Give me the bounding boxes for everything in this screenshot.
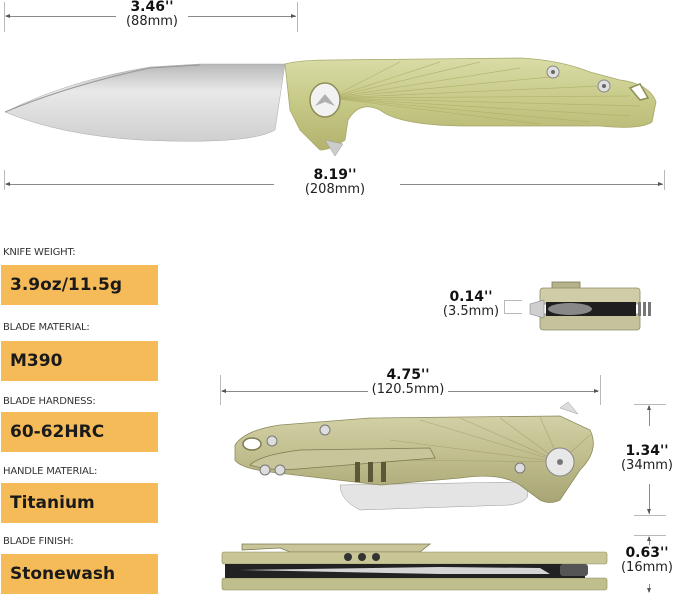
open-knife-image <box>4 57 657 157</box>
arrow-right-icon <box>291 14 296 18</box>
spec-label-blade-hardness: BLADE HARDNESS: <box>3 396 96 407</box>
knife-end-view-image <box>529 281 651 331</box>
spec-label-blade-finish: BLADE FINISH: <box>3 536 74 547</box>
handle-thickness-mm: (16mm) <box>620 559 673 575</box>
handle-height-inches: 1.34'' <box>625 443 669 459</box>
closed-knife-top-view-image <box>221 543 608 591</box>
arrow-down-icon <box>647 509 651 514</box>
overall-length-inches: 8.19'' <box>313 167 357 183</box>
blade-length-mm: (88mm) <box>125 13 178 29</box>
arrow-left-icon <box>5 182 10 186</box>
arrow-right-icon <box>658 182 663 186</box>
dim-line-right <box>400 184 663 185</box>
spec-label-blade-material: BLADE MATERIAL: <box>3 322 90 333</box>
dim-tick-left <box>4 170 5 190</box>
spec-value-blade-hardness: 60-62HRC <box>1 412 158 452</box>
dim-tick-right <box>600 375 601 405</box>
blade-thickness-label: 0.14'' (3.5mm) <box>440 289 502 319</box>
spec-label-weight: KNIFE WEIGHT: <box>3 247 76 258</box>
arrow-left-icon <box>221 389 226 393</box>
spec-label-handle-material: HANDLE MATERIAL: <box>3 466 98 477</box>
blade-thickness-mm: (3.5mm) <box>442 303 500 319</box>
blade-length-inches: 3.46'' <box>130 0 174 15</box>
spec-value-blade-finish: Stonewash <box>1 554 158 594</box>
handle-thickness-label: 0.63'' (16mm) <box>616 545 678 575</box>
dim-line-top <box>649 537 650 545</box>
spec-value-handle-material: Titanium <box>1 483 158 523</box>
spec-value-blade-material: M390 <box>1 341 158 381</box>
arrow-left-icon <box>5 14 10 18</box>
overall-length-label: 8.19'' (208mm) <box>290 167 380 197</box>
dim-tick-left <box>220 375 221 405</box>
blade-thickness-inches: 0.14'' <box>449 289 493 305</box>
dim-tick-bottom <box>634 515 666 516</box>
closed-length-label: 4.75'' (120.5mm) <box>368 367 448 397</box>
spec-value-weight: 3.9oz/11.5g <box>1 265 158 305</box>
closed-length-inches: 4.75'' <box>386 367 430 383</box>
dim-tick-left <box>4 2 5 32</box>
dim-tick-top <box>504 300 522 301</box>
arrow-right-icon <box>594 389 599 393</box>
arrow-up-icon <box>647 405 651 410</box>
dim-tick-bottom <box>504 313 522 314</box>
dim-tick-top <box>634 535 666 536</box>
dim-tick-right <box>664 170 665 190</box>
dim-line-top <box>649 406 650 426</box>
arrow-up-icon <box>647 536 651 541</box>
dim-line-left <box>6 184 274 185</box>
handle-thickness-inches: 0.63'' <box>625 545 669 561</box>
handle-height-mm: (34mm) <box>620 457 673 473</box>
overall-length-mm: (208mm) <box>304 181 366 197</box>
closed-knife-image <box>234 401 594 511</box>
blade-length-label: 3.46'' (88mm) <box>116 0 188 29</box>
closed-length-mm: (120.5mm) <box>371 381 445 397</box>
handle-height-label: 1.34'' (34mm) <box>616 443 678 473</box>
dim-line-bottom <box>649 484 650 514</box>
dim-bracket <box>504 300 505 314</box>
dim-tick-top <box>634 404 666 405</box>
dim-tick-right <box>297 2 298 32</box>
arrow-down-icon <box>647 588 651 593</box>
